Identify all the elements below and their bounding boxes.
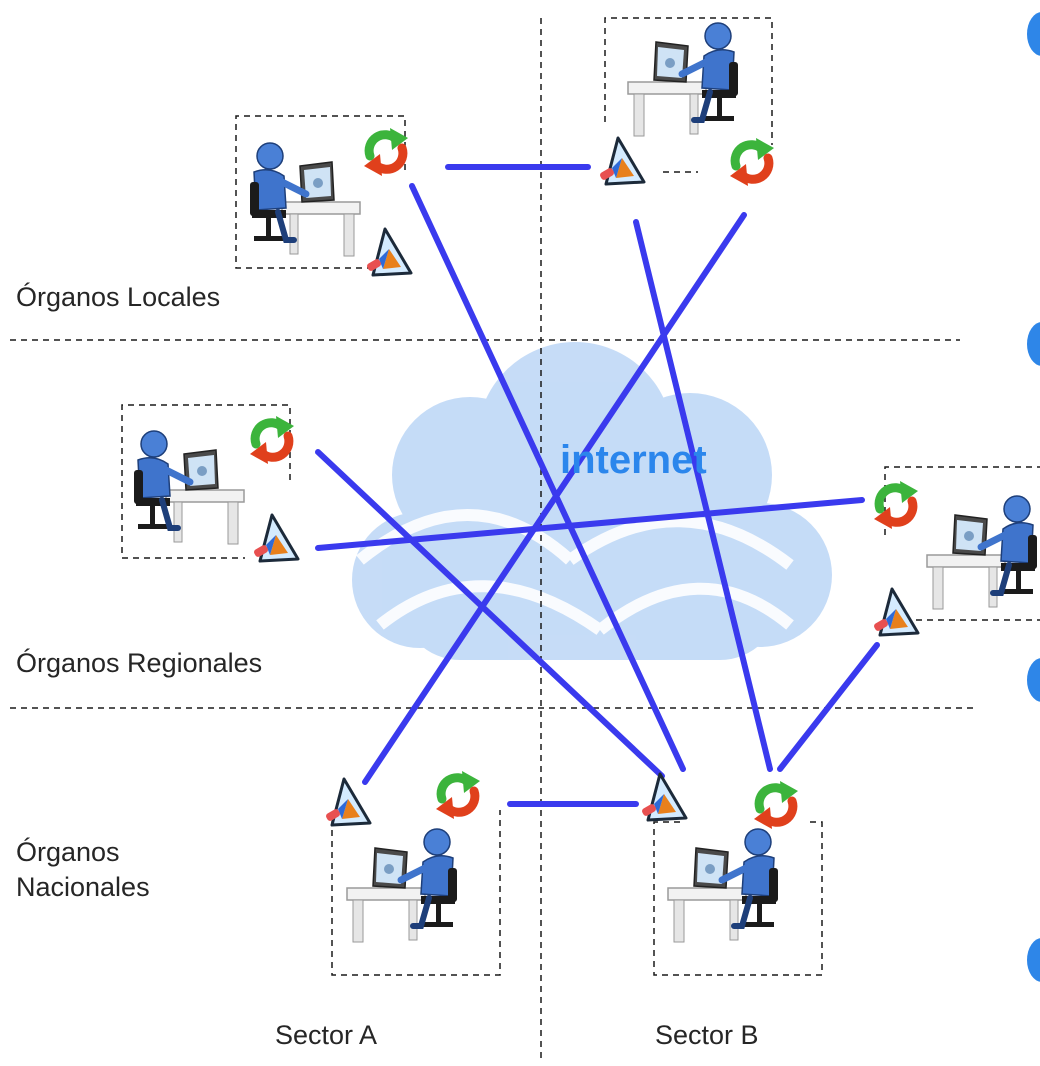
box-local-b xyxy=(604,17,773,145)
link-regional-b-national-b xyxy=(777,642,880,772)
bullet-marker xyxy=(1027,658,1040,702)
connector-regional-a-icon xyxy=(251,513,300,563)
internet-label: internet xyxy=(560,438,707,482)
internet-cloud xyxy=(352,342,832,660)
row-label-nacionales: Órganos Nacionales xyxy=(16,835,150,905)
workstation-local-b-icon xyxy=(628,23,738,136)
connector-regional-b-icon xyxy=(871,587,920,637)
column-label-sector-a: Sector A xyxy=(275,1020,378,1050)
workstation-regional-a-icon xyxy=(134,431,244,544)
link-local-a-national-b xyxy=(409,183,686,772)
sync-local-a-icon xyxy=(364,128,408,176)
workstation-national-a-icon xyxy=(347,829,457,942)
workstation-regional-b-icon xyxy=(927,496,1037,609)
link-regional-a-regional-b xyxy=(315,497,865,551)
row-label-nacionales-line2: Nacionales xyxy=(16,872,150,903)
row-label-nacionales-line1: Órganos xyxy=(16,837,120,867)
box-regional-a xyxy=(121,404,291,559)
bullet-marker xyxy=(1027,938,1040,982)
workstation-local-a-icon xyxy=(250,143,360,256)
connection-links xyxy=(315,164,880,807)
sync-national-a-icon xyxy=(436,771,480,819)
link-local-b-national-a xyxy=(362,212,747,785)
sync-local-b-icon xyxy=(730,138,774,186)
sync-national-b-icon xyxy=(754,781,798,829)
connector-local-a-icon xyxy=(364,227,413,277)
bullet-marker xyxy=(1027,12,1040,56)
row-label-regionales: Órganos Regionales xyxy=(16,648,263,678)
row-label-locales: Órganos Locales xyxy=(16,282,221,312)
connector-local-b-icon xyxy=(597,136,646,186)
connector-national-a-icon xyxy=(323,777,372,827)
sync-regional-b-icon xyxy=(874,481,918,529)
sync-regional-a-icon xyxy=(250,416,294,464)
link-regional-a-national-b xyxy=(315,449,665,779)
bullet-marker xyxy=(1027,322,1040,366)
box-local-a xyxy=(235,115,406,269)
column-label-sector-b: Sector B xyxy=(655,1020,759,1050)
connector-national-b-icon xyxy=(639,772,688,822)
link-local-b-national-b xyxy=(633,219,773,772)
workstation-national-b-icon xyxy=(668,829,778,942)
